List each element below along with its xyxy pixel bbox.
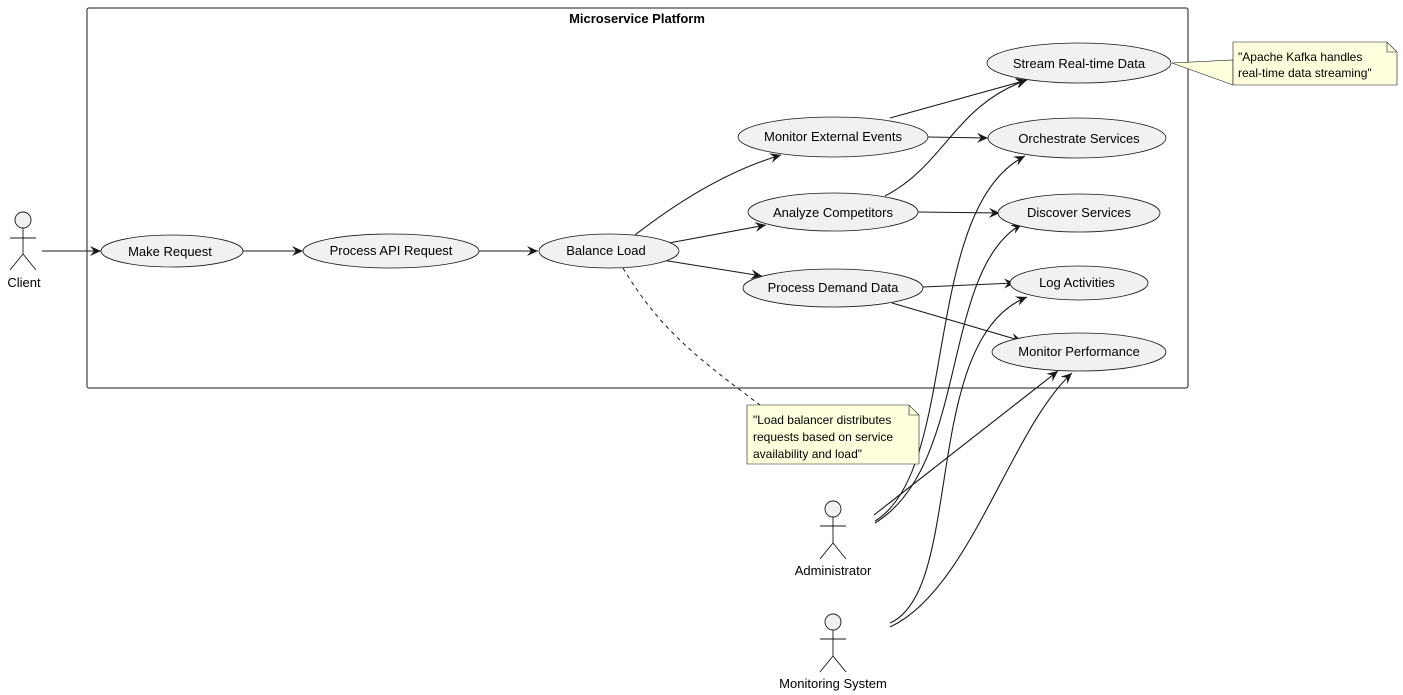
note-kafka-line-2: real-time data streaming" [1238, 66, 1372, 80]
use-case-discover-services[interactable]: Discover Services [997, 193, 1161, 233]
actor-administrator[interactable]: Administrator [795, 500, 872, 578]
edge-monitor-external-stream [889, 78, 1028, 119]
use-case-label: Balance Load [566, 243, 646, 258]
edge-admin-performance [873, 370, 1059, 516]
edge-balance-load-demand [661, 259, 763, 280]
use-case-label: Log Activities [1039, 275, 1115, 290]
use-case-balance-load[interactable]: Balance Load [538, 233, 680, 269]
edge-analyze-stream [884, 78, 1028, 197]
use-case-log-activities[interactable]: Log Activities [1009, 265, 1149, 301]
system-title: Microservice Platform [569, 11, 705, 26]
use-case-label: Make Request [128, 244, 212, 259]
edge-balance-load-analyze [668, 222, 767, 244]
edge-demand-performance [891, 302, 1023, 343]
actor-label: Monitoring System [779, 676, 887, 691]
use-case-label: Orchestrate Services [1018, 131, 1140, 146]
use-case-stream-realtime-data[interactable]: Stream Real-time Data [986, 42, 1172, 84]
use-case-analyze-competitors[interactable]: Analyze Competitors [747, 192, 919, 232]
actor-head [824, 613, 842, 631]
note-load-balancer-line-1: "Load balancer distributes [753, 413, 891, 427]
use-case-label: Stream Real-time Data [1013, 56, 1146, 71]
note-load-balancer-line-3: availability and load" [753, 447, 862, 461]
edge-monitor-external-orchestrate [926, 132, 989, 143]
edge-analyze-discover [917, 207, 1001, 218]
note-load-balancer-line-2: requests based on service [753, 430, 893, 444]
edge-admin-orchestrate [874, 155, 1026, 522]
actor-label: Client [7, 275, 41, 290]
edge-monitoring-log [889, 296, 1028, 624]
edge-admin-discover [874, 223, 1023, 524]
actor-client[interactable]: Client [7, 211, 41, 290]
use-case-make-request[interactable]: Make Request [100, 234, 244, 268]
edge-demand-log [922, 278, 1016, 289]
use-case-orchestrate-services[interactable]: Orchestrate Services [987, 117, 1167, 159]
edge-note-load-balancer [622, 267, 761, 406]
edge-balance-load-monitor-external [634, 153, 782, 236]
edges [42, 59, 1234, 628]
use-case-label: Monitor External Events [764, 129, 903, 144]
note-kafka-line-1: "Apache Kafka handles [1238, 50, 1362, 64]
actor-label: Administrator [795, 563, 872, 578]
use-case-monitor-performance[interactable]: Monitor Performance [991, 332, 1167, 372]
use-case-process-api-request[interactable]: Process API Request [302, 233, 480, 269]
edge-monitoring-performance [889, 372, 1073, 628]
actor-head [824, 500, 842, 518]
use-case-label: Analyze Competitors [773, 205, 893, 220]
actor-monitoring-system[interactable]: Monitoring System [779, 613, 887, 691]
use-case-label: Process API Request [330, 243, 453, 258]
use-case-label: Discover Services [1027, 205, 1132, 220]
note-kafka: "Apache Kafka handles real-time data str… [1232, 41, 1398, 86]
actor-head [14, 211, 32, 229]
use-case-process-demand-data[interactable]: Process Demand Data [742, 268, 924, 308]
note-load-balancer: "Load balancer distributes requests base… [746, 404, 920, 465]
use-case-monitor-external-events[interactable]: Monitor External Events [737, 116, 929, 158]
use-case-label: Process Demand Data [768, 280, 900, 295]
use-case-label: Monitor Performance [1018, 344, 1139, 359]
